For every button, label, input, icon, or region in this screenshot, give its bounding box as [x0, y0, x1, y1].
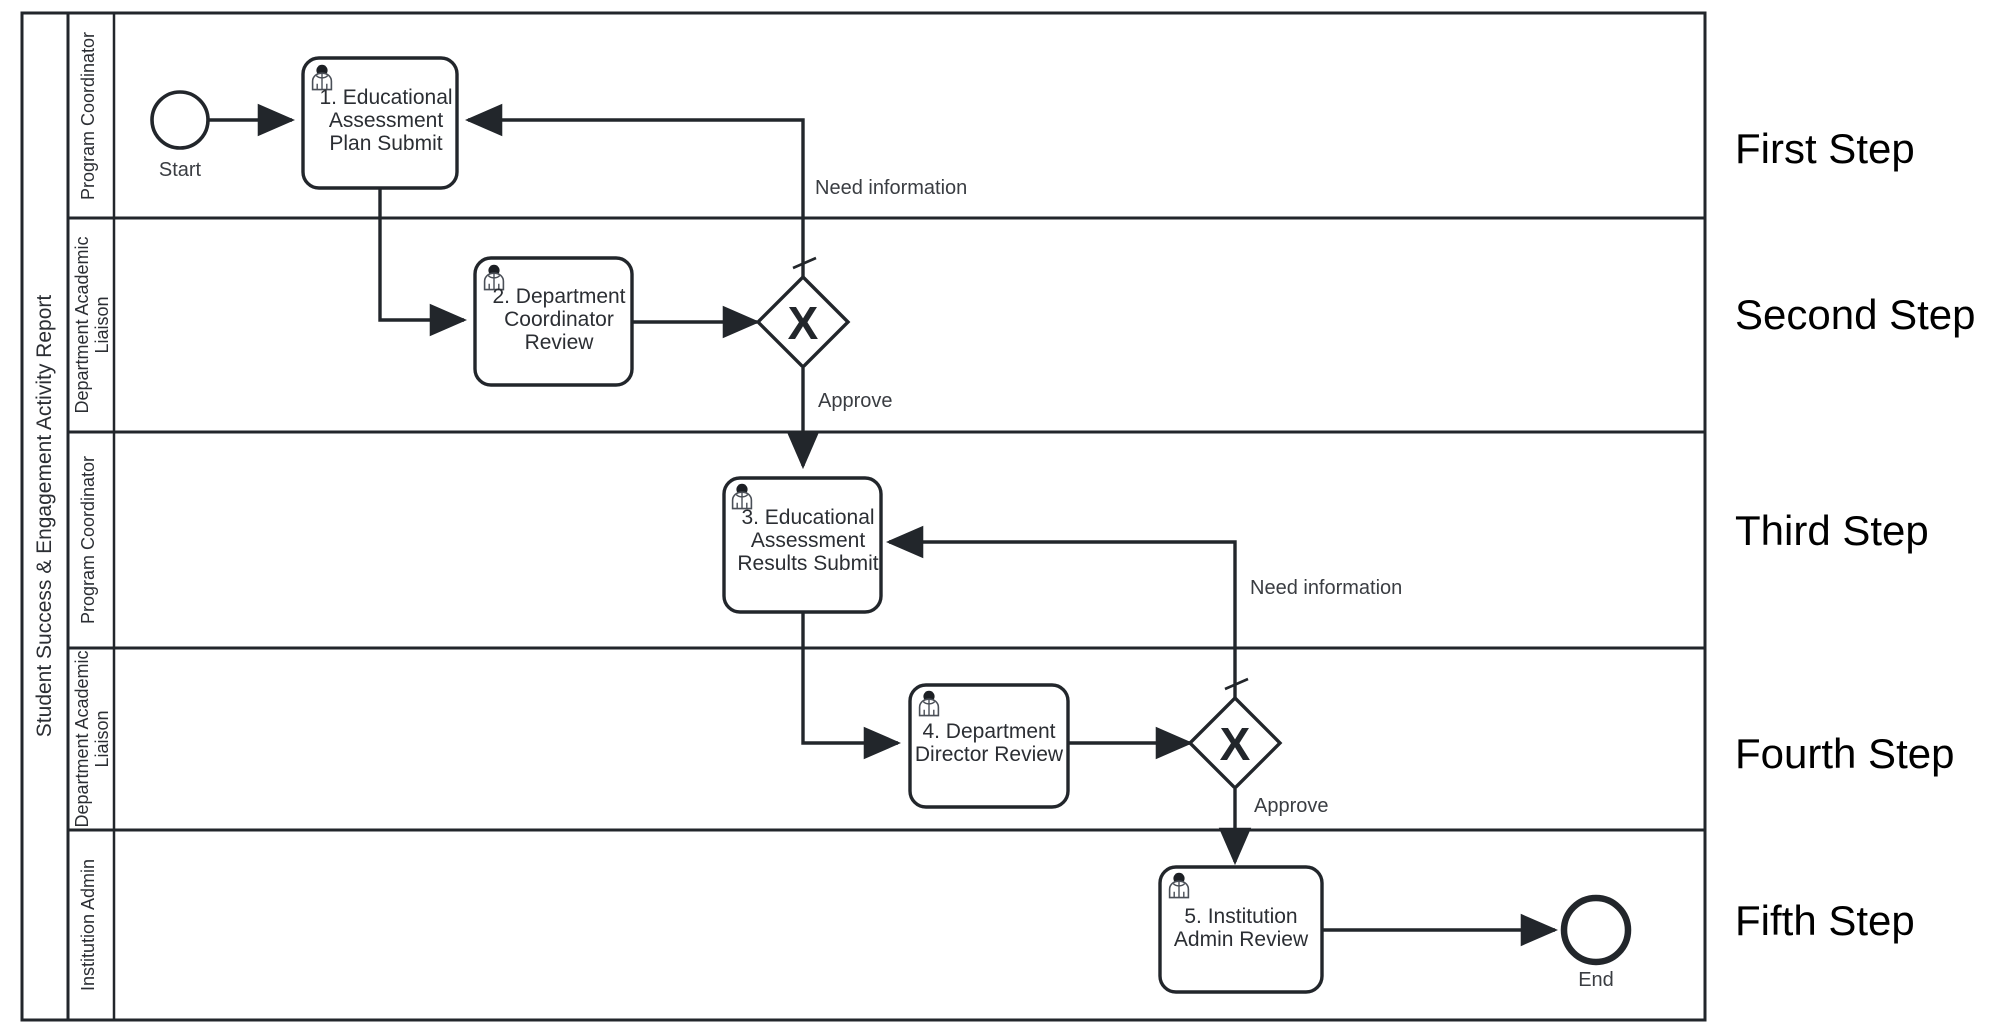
gateway-1-symbol: X — [788, 297, 819, 349]
task-3[interactable]: 3. Educational Assessment Results Submit — [722, 476, 883, 614]
task-3-label-line-2: Assessment — [751, 529, 866, 552]
gateway-2-symbol: X — [1220, 718, 1251, 770]
step-label-column: First Step Second Step Third Step Fourth… — [1735, 0, 2010, 1034]
lane-label-4-line2: Liaison — [92, 710, 112, 767]
task-3-label-line-1: 3. Educational — [741, 506, 874, 529]
lane-band-1: Program Coordinator — [68, 13, 1705, 220]
flow-label-approve-1: Approve — [818, 390, 893, 412]
task-5[interactable]: 5. Institution Admin Review — [1158, 865, 1324, 994]
flow-gateway2-need-information — [885, 525, 1237, 698]
lane-label-3: Program Coordinator — [78, 456, 98, 624]
task-4[interactable]: 4. Department Director Review — [908, 683, 1070, 809]
start-event[interactable]: Start — [150, 90, 210, 181]
step-label-third: Third Step — [1735, 507, 1929, 554]
task-5-label-line-1: 5. Institution — [1184, 905, 1297, 928]
start-event-label: Start — [159, 159, 202, 181]
lane-label-1: Program Coordinator — [78, 32, 98, 200]
task-2-label-line-1: 2. Department — [492, 285, 625, 308]
lane-label-4-line1: Department Academic — [72, 650, 92, 827]
task-2[interactable]: 2. Department Coordinator Review — [473, 256, 634, 387]
lane-label-2-line2: Liaison — [92, 296, 112, 353]
lane-label-2-line1: Department Academic — [72, 236, 92, 413]
lane-band-5: Institution Admin — [78, 830, 116, 1020]
pool-label: Student Success & Engagement Activity Re… — [33, 295, 56, 738]
gateway-2-exclusive[interactable]: X — [1187, 677, 1283, 791]
flow-label-need-information-1: Need information — [815, 177, 967, 199]
task-1-label-line-2: Assessment — [329, 109, 444, 132]
lane-band-3: Program Coordinator — [68, 432, 1705, 650]
end-event-label: End — [1578, 969, 1614, 991]
lane-band-4: Department Academic Liaison — [68, 648, 1705, 832]
task-4-label-line-1: 4. Department — [922, 720, 1055, 743]
task-2-label-line-3: Review — [525, 331, 595, 354]
flow-gateway1-need-information — [464, 103, 805, 277]
task-1[interactable]: 1. Educational Assessment Plan Submit — [301, 56, 459, 190]
gateway-1-exclusive[interactable]: X — [755, 256, 851, 370]
step-label-fifth: Fifth Step — [1735, 897, 1915, 944]
flow-task3-to-task4 — [801, 612, 902, 760]
flow-label-need-information-2: Need information — [1250, 577, 1402, 599]
lane-label-5: Institution Admin — [78, 859, 98, 991]
step-label-fourth: Fourth Step — [1735, 730, 1955, 777]
task-2-label-line-2: Coordinator — [504, 308, 614, 331]
flow-task1-to-task2 — [378, 188, 468, 337]
task-1-label-line-3: Plan Submit — [329, 132, 442, 155]
flow-label-approve-2: Approve — [1254, 795, 1329, 817]
task-1-label-line-1: 1. Educational — [319, 86, 452, 109]
lane-band-2: Department Academic Liaison — [68, 218, 1705, 434]
task-4-label-line-2: Director Review — [915, 743, 1064, 766]
task-5-label-line-2: Admin Review — [1174, 928, 1309, 951]
step-label-first: First Step — [1735, 125, 1915, 172]
task-3-label-line-3: Results Submit — [737, 552, 878, 575]
end-event[interactable]: End — [1560, 894, 1632, 991]
step-label-second: Second Step — [1735, 291, 1976, 338]
sequence-flows — [209, 103, 1559, 947]
